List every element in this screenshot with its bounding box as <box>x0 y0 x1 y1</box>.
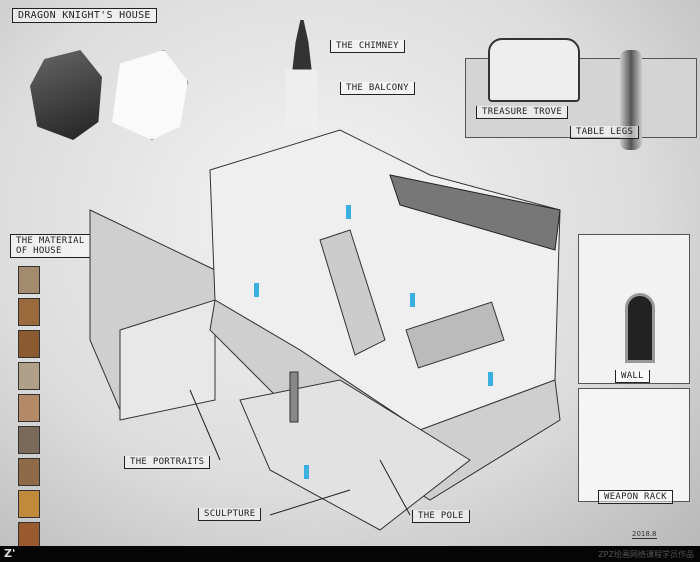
material-label: THE MATERIAL OF HOUSE <box>10 234 91 258</box>
chimney-label: THE CHIMNEY <box>330 40 405 53</box>
scale-figure <box>346 205 351 219</box>
window-sketch <box>625 293 655 363</box>
weapon-rack-label: WEAPON RACK <box>598 490 673 504</box>
treasure-trove-label: TREASURE TROVE <box>476 106 569 119</box>
scale-figure <box>254 283 259 297</box>
house-walls <box>209 129 561 431</box>
pole <box>289 371 299 423</box>
scale-figure <box>410 293 415 307</box>
weapon-rack-panel <box>578 388 690 502</box>
treasure-chest-sketch <box>488 38 580 102</box>
signature: 2018.8 <box>632 530 657 539</box>
house-floor-edge <box>209 299 561 501</box>
portraits-label: THE PORTRAITS <box>124 456 211 469</box>
material-swatch <box>18 490 40 518</box>
table-leg-sketch <box>620 50 642 150</box>
wall-panel <box>578 234 690 384</box>
house-cutaway-illustration <box>89 129 561 531</box>
house-exterior-thumbnail <box>30 50 102 140</box>
scale-figure <box>488 372 493 386</box>
dining-table <box>405 301 505 369</box>
material-swatch <box>18 298 40 326</box>
wall-label: WALL <box>615 370 650 383</box>
pole-label: THE POLE <box>412 510 470 523</box>
material-swatch <box>18 458 40 486</box>
balcony-label: THE BALCONY <box>340 82 415 95</box>
material-swatch <box>18 330 40 358</box>
portrait-wall <box>119 299 216 421</box>
pole-leader <box>379 459 411 516</box>
material-swatch <box>18 362 40 390</box>
material-swatch <box>18 426 40 454</box>
material-label-line2: OF HOUSE <box>16 246 62 256</box>
sheet-title: DRAGON KNIGHT'S HOUSE <box>12 8 157 23</box>
scale-figure <box>304 465 309 479</box>
roof-section <box>389 174 561 251</box>
scale-figures <box>254 205 493 479</box>
footer-credit: ZPZ绘画网络课程学员作品 <box>598 550 694 559</box>
table-legs-label: TABLE LEGS <box>570 126 640 139</box>
material-label-line1: THE MATERIAL <box>16 236 85 246</box>
staircase <box>319 229 386 356</box>
footer-bar: Z' ZPZ绘画网络课程学员作品 <box>0 546 700 562</box>
portraits-leader <box>189 389 221 461</box>
footer-logo: Z' <box>4 547 16 560</box>
material-swatch <box>18 266 40 294</box>
concept-sheet: DRAGON KNIGHT'S HOUSE THE CHIMNEY THE BA… <box>0 0 700 550</box>
sculpture-label: SCULPTURE <box>198 508 262 521</box>
material-swatch <box>18 394 40 422</box>
sculpture-leader <box>269 489 351 516</box>
